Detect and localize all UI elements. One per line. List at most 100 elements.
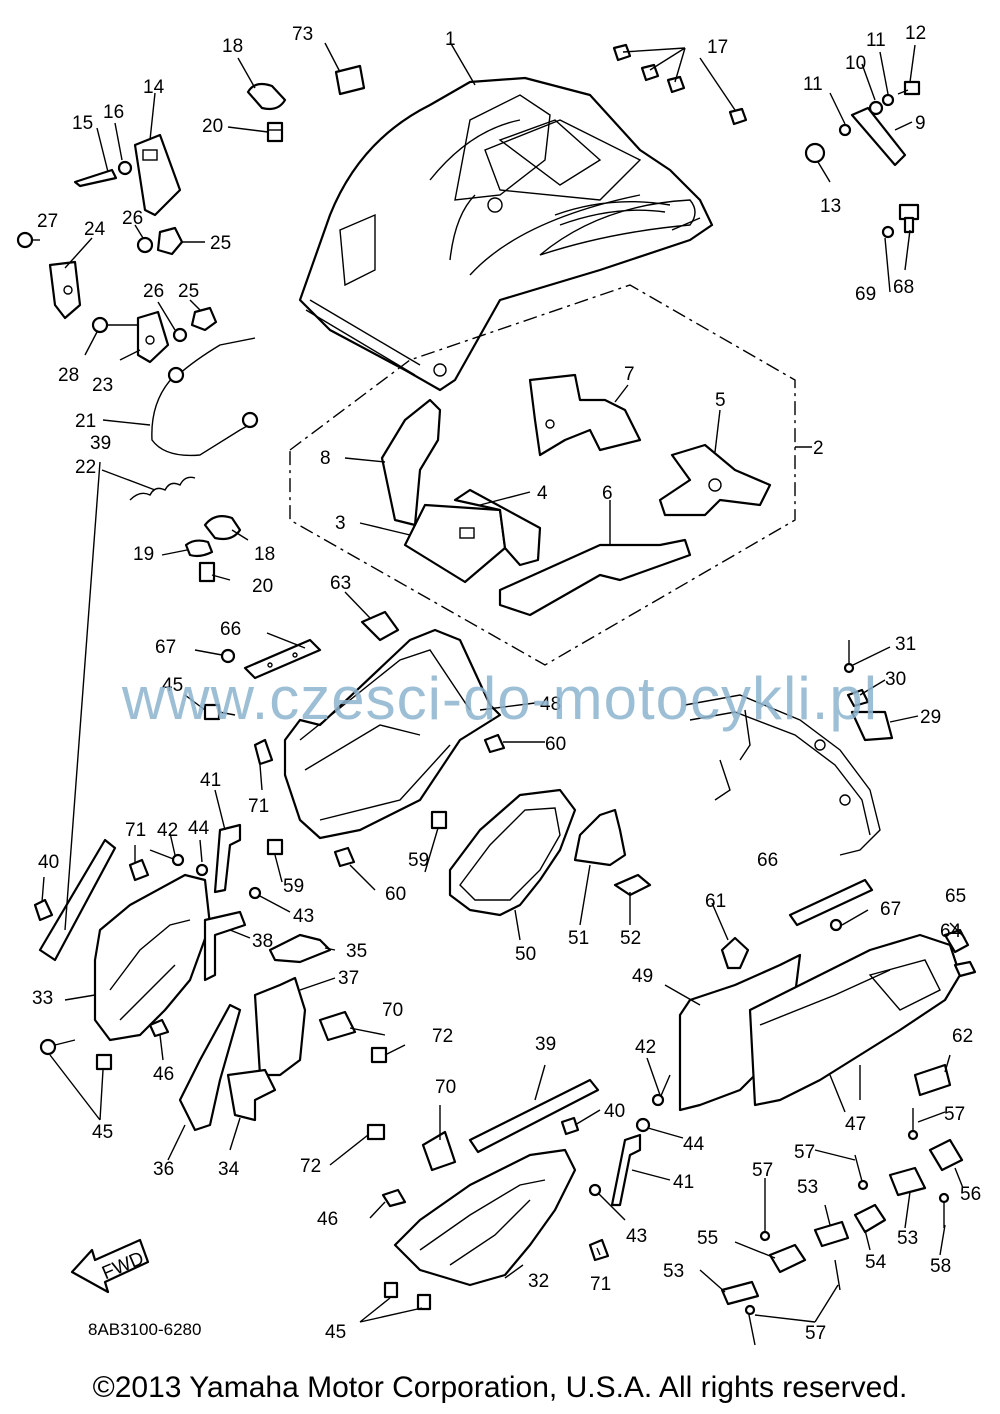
callout-61: 61 bbox=[705, 891, 726, 912]
callout-46: 46 bbox=[153, 1064, 174, 1085]
callout-41: 41 bbox=[200, 770, 221, 791]
callout-45: 45 bbox=[162, 675, 183, 696]
part-45d-bolts bbox=[383, 1281, 432, 1311]
callout-41b: 41 bbox=[673, 1172, 694, 1193]
part-53b-bracket bbox=[813, 1220, 850, 1248]
callout-57d: 57 bbox=[805, 1323, 826, 1344]
part-64-bolt bbox=[953, 960, 977, 978]
part-46b-clip bbox=[381, 1188, 407, 1208]
part-31-rivet bbox=[843, 640, 855, 674]
callout-72b: 72 bbox=[300, 1156, 321, 1177]
callout-25: 25 bbox=[210, 233, 231, 254]
part-24-bracket bbox=[48, 260, 82, 320]
part-39-strip bbox=[38, 838, 117, 962]
part-45b-bolt bbox=[39, 1038, 76, 1056]
part-14-bracket bbox=[133, 133, 182, 217]
part-42b-bolt bbox=[651, 1074, 671, 1107]
callout-15: 15 bbox=[72, 113, 93, 134]
part-56-mount bbox=[928, 1138, 964, 1172]
callout-37: 37 bbox=[338, 968, 359, 989]
callout-57: 57 bbox=[944, 1104, 965, 1125]
part-7-pad bbox=[528, 373, 642, 457]
callout-70: 70 bbox=[382, 1000, 403, 1021]
callout-40: 40 bbox=[38, 852, 59, 873]
part-29-bracket bbox=[850, 710, 894, 742]
callout-54: 54 bbox=[865, 1252, 887, 1273]
part-55-bumper bbox=[768, 1243, 807, 1274]
callout-10: 10 bbox=[845, 53, 866, 74]
part-13-nut bbox=[804, 142, 826, 164]
part-71b-clip bbox=[128, 858, 150, 882]
callout-53b: 53 bbox=[797, 1177, 818, 1198]
part-72-bolt bbox=[370, 1046, 388, 1064]
part-50-gasket bbox=[448, 788, 577, 917]
part-20b-screw bbox=[198, 561, 216, 583]
callout-57b: 57 bbox=[794, 1142, 815, 1163]
part-35-piece bbox=[268, 933, 332, 964]
part-66b-strip bbox=[788, 878, 874, 927]
part-6-pad bbox=[498, 538, 692, 617]
part-40b-bolt bbox=[560, 1116, 580, 1136]
copyright-notice: ©2013 Yamaha Motor Corporation, U.S.A. A… bbox=[92, 1371, 908, 1404]
part-25-nut bbox=[156, 226, 184, 256]
callout-44: 44 bbox=[188, 818, 210, 839]
callout-4: 4 bbox=[537, 483, 548, 504]
callout-16: 16 bbox=[103, 102, 124, 123]
part-70-plate bbox=[318, 1010, 357, 1042]
callout-69: 69 bbox=[855, 284, 876, 305]
callout-68: 68 bbox=[893, 277, 914, 298]
watermark-text: www.czesci-do-motocykli.pl bbox=[121, 665, 879, 732]
part-61-clip bbox=[720, 936, 750, 970]
callout-50: 50 bbox=[515, 944, 536, 965]
callout-43: 43 bbox=[293, 906, 314, 927]
callout-53: 53 bbox=[897, 1228, 918, 1249]
callout-71c: 71 bbox=[590, 1274, 611, 1295]
part-59b-bolt bbox=[266, 838, 284, 856]
callout-71b: 71 bbox=[125, 820, 146, 841]
part-40-bolt bbox=[33, 898, 54, 922]
part-71c-clip bbox=[588, 1238, 610, 1262]
callout-73: 73 bbox=[292, 24, 313, 45]
callout-59b: 59 bbox=[283, 876, 304, 897]
callout-45c: 45 bbox=[325, 1322, 346, 1343]
callout-42: 42 bbox=[157, 820, 178, 841]
part-47-side-panel bbox=[748, 933, 962, 1107]
right-frame-bracket bbox=[684, 694, 881, 856]
part-44b-washer bbox=[635, 1117, 651, 1133]
part-25b-nut bbox=[190, 306, 218, 332]
callout-72: 72 bbox=[432, 1026, 453, 1047]
part-41b-bracket bbox=[610, 1133, 642, 1207]
part-4-pad bbox=[453, 488, 542, 567]
part-21-cable bbox=[151, 374, 259, 457]
callout-51: 51 bbox=[568, 928, 589, 949]
part-36-panel bbox=[178, 1003, 242, 1132]
reference-code: 8AB3100-6280 bbox=[88, 1320, 202, 1339]
part-53-bracket bbox=[888, 1166, 927, 1197]
part-27-bolt bbox=[16, 231, 34, 249]
part-22-spring bbox=[129, 476, 196, 501]
part-59-bolt bbox=[430, 810, 448, 830]
callout-58: 58 bbox=[930, 1256, 951, 1277]
callout-28: 28 bbox=[58, 365, 79, 386]
callout-44b: 44 bbox=[683, 1134, 705, 1155]
part-26-washer bbox=[136, 236, 154, 254]
callout-18b: 18 bbox=[254, 544, 275, 565]
part-33-side-panel bbox=[93, 873, 212, 1042]
part-60-clip bbox=[483, 733, 506, 754]
callout-31: 31 bbox=[895, 634, 916, 655]
part-57-rivets bbox=[744, 1108, 919, 1346]
callout-3: 3 bbox=[335, 513, 346, 534]
callout-34: 34 bbox=[218, 1159, 240, 1180]
leader-lines bbox=[32, 41, 966, 1323]
callout-27: 27 bbox=[37, 211, 58, 232]
part-26b-washer bbox=[172, 327, 188, 343]
callout-36: 36 bbox=[153, 1159, 174, 1180]
callout-18: 18 bbox=[222, 36, 243, 57]
part-12-bolt bbox=[897, 80, 921, 96]
callout-66: 66 bbox=[220, 619, 241, 640]
part-53c-bracket bbox=[720, 1280, 760, 1306]
part-68-bolt bbox=[898, 203, 920, 234]
callout-46b: 46 bbox=[317, 1209, 338, 1230]
callout-64: 64 bbox=[940, 921, 962, 942]
